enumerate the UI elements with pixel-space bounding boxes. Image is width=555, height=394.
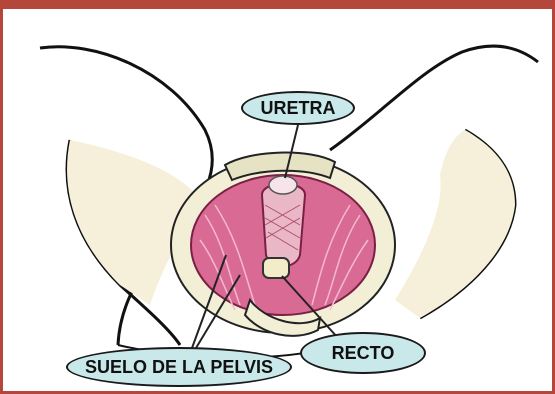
rectum-opening [263,258,289,278]
urethra-column [262,184,305,267]
label-suelo-de-la-pelvis: SUELO DE LA PELVIS [66,347,292,387]
urethra-opening [269,176,297,194]
right-skin-fill [395,130,515,318]
label-recto: RECTO [300,332,426,374]
label-uretra: URETRA [241,91,355,125]
right-leg-outline [330,46,538,150]
